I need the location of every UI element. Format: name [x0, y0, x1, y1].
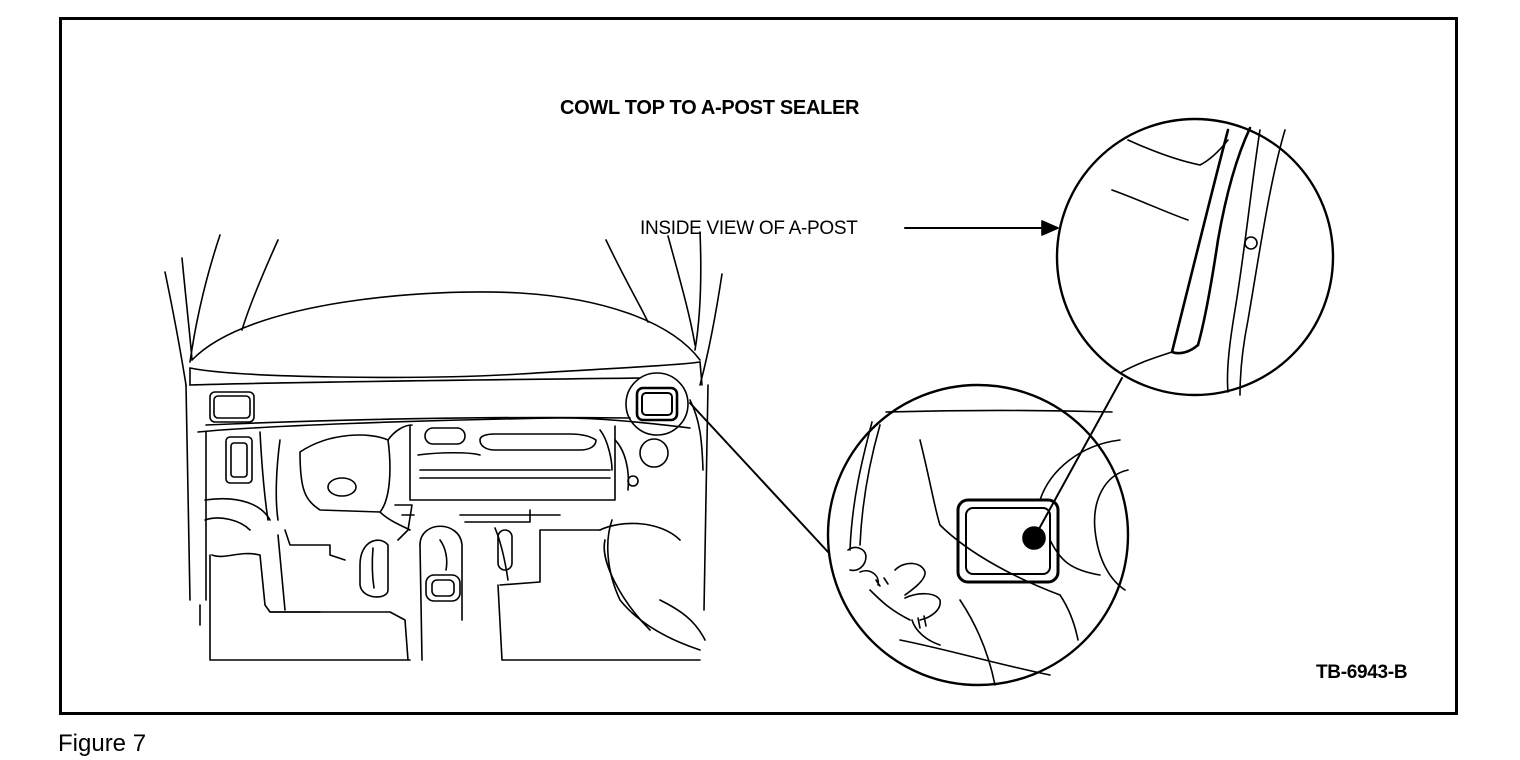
inside-view-arrow [904, 220, 1059, 236]
detail-leader-line [689, 402, 829, 553]
vehicle-interior-drawing [164, 231, 723, 661]
diagram-title: COWL TOP TO A-POST SEALER [560, 97, 860, 119]
inside-view-circle [1055, 117, 1335, 397]
figure-frame [59, 17, 1458, 715]
inside-view-leader-line [1033, 377, 1123, 539]
a-post-location-marker [625, 372, 689, 436]
figure-caption: Figure 7 [58, 730, 147, 757]
inside-view-label: INSIDE VIEW OF A-POST [640, 218, 858, 239]
magnified-detail-circle [826, 383, 1130, 687]
drawing-code: TB-6943-B [1316, 662, 1408, 683]
